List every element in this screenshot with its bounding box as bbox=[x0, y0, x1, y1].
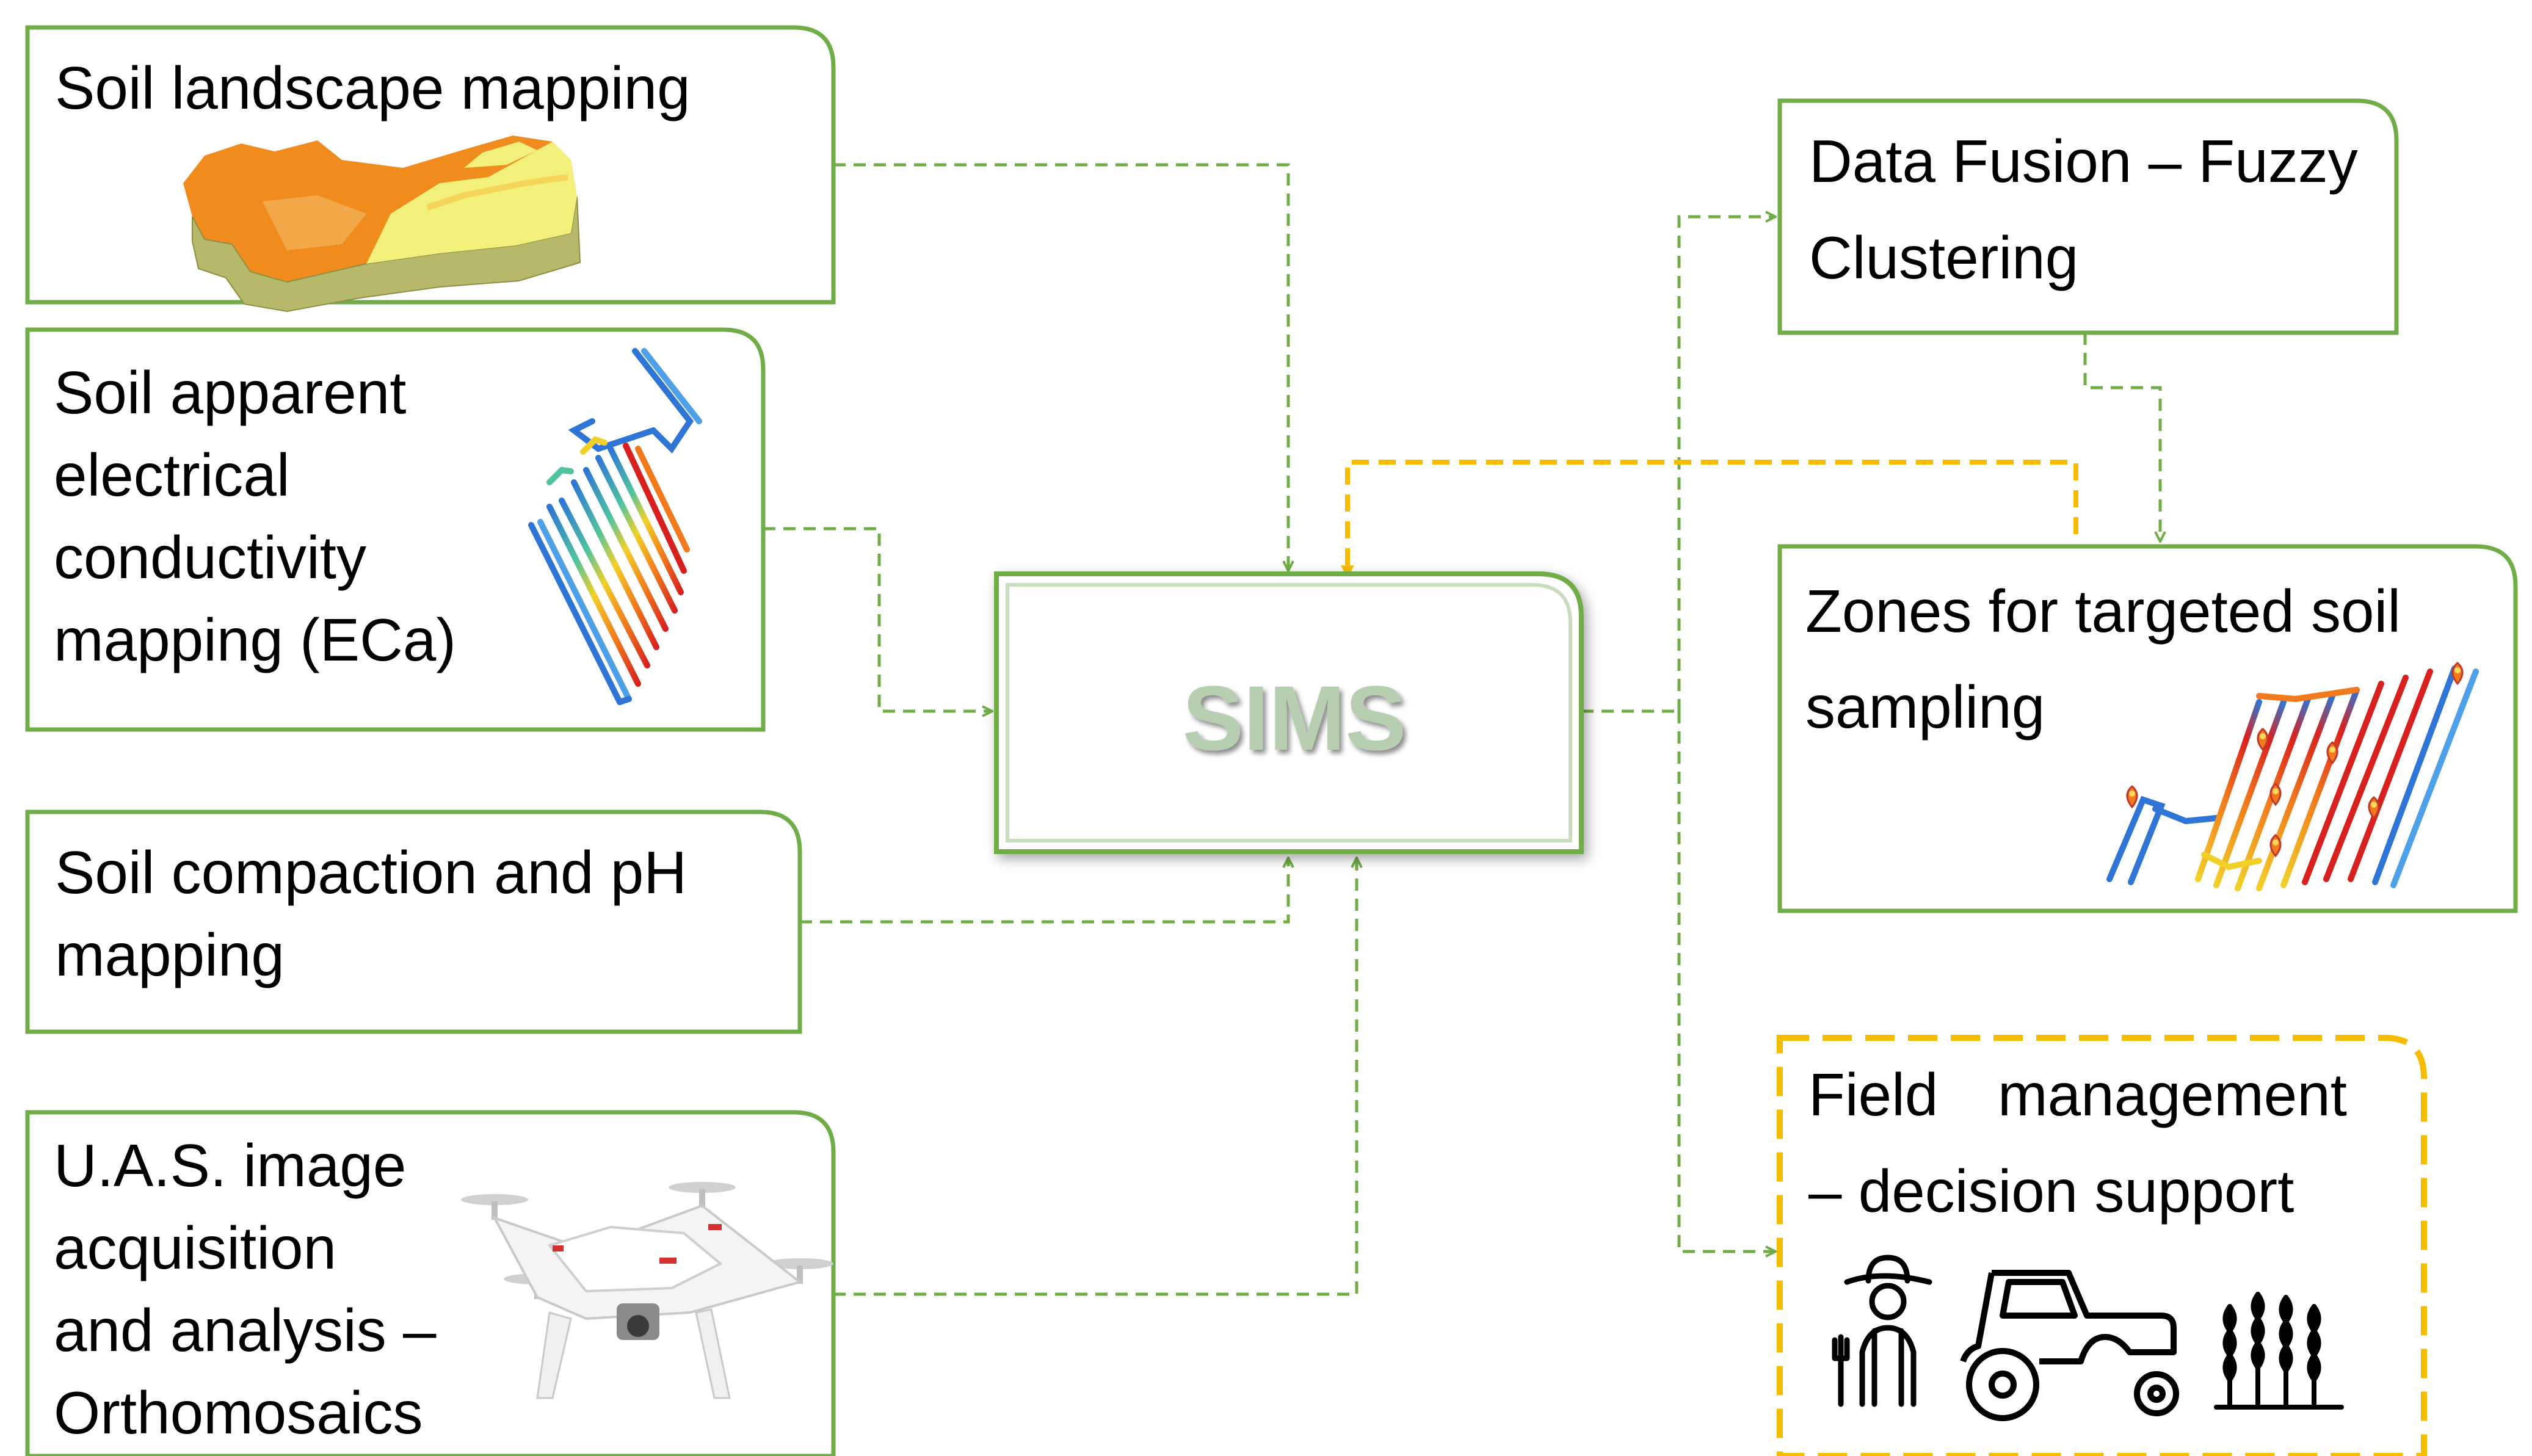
connectors bbox=[763, 163, 2160, 1296]
input-landscape-box: Soil landscape mapping bbox=[25, 25, 836, 313]
output-zones-box: Zones for targeted soil sampling bbox=[1777, 544, 2518, 913]
sampling-point-markers bbox=[2126, 662, 2464, 858]
landscape-label: Soil landscape mapping bbox=[55, 54, 691, 121]
uas-label-line4: Orthomosaics bbox=[54, 1379, 423, 1446]
sampling-point-marker bbox=[2326, 741, 2338, 765]
connector-feedback-yellow bbox=[1341, 460, 2078, 579]
sampling-point-marker bbox=[2126, 785, 2138, 809]
zones-label-line2: sampling bbox=[1805, 673, 2045, 741]
fusion-label-line2: Clustering bbox=[1809, 224, 2078, 291]
uas-label-line3: and analysis – bbox=[54, 1297, 437, 1364]
sampling-point-marker bbox=[2269, 783, 2282, 806]
eca-label-line3: conductivity bbox=[54, 524, 366, 591]
eca-track-map-icon bbox=[528, 348, 702, 705]
eca-label-line1: Soil apparent bbox=[54, 359, 407, 426]
compaction-label-line2: mapping bbox=[55, 921, 285, 988]
connector-landscape-to-sims bbox=[833, 163, 1288, 571]
connector-fusion-to-zones bbox=[2083, 333, 2160, 541]
input-compaction-box: Soil compaction and pH mapping bbox=[25, 809, 802, 1034]
sampling-point-marker bbox=[2269, 834, 2282, 858]
uas-label-line2: acquisition bbox=[54, 1214, 336, 1281]
zones-label-line1: Zones for targeted soil bbox=[1805, 578, 2401, 645]
sampling-point-marker bbox=[2368, 796, 2380, 820]
connector-eca-to-sims bbox=[763, 527, 992, 711]
sims-label: SIMS bbox=[1183, 667, 1407, 769]
field-label-line1b: management bbox=[1998, 1061, 2347, 1128]
sims-box bbox=[994, 571, 1584, 854]
input-uas-box: U.A.S. image acquisition and analysis – … bbox=[25, 1110, 836, 1456]
field-label-line2: – decision support bbox=[1808, 1157, 2294, 1225]
sampling-point-marker bbox=[2257, 728, 2269, 752]
connector-uas-to-sims bbox=[833, 858, 1357, 1296]
connector-to-field bbox=[1677, 711, 1776, 1251]
wheat-icon bbox=[2214, 1292, 2344, 1410]
3d-terrain-map-icon bbox=[183, 136, 581, 313]
eca-label-line2: electrical bbox=[54, 441, 290, 509]
connector-to-fusion bbox=[1677, 217, 1776, 711]
eca-label-line4: mapping (ECa) bbox=[54, 606, 456, 673]
farmer-icon bbox=[1832, 1255, 1932, 1407]
field-label-line1a: Field bbox=[1808, 1061, 1938, 1128]
drone-icon bbox=[461, 1182, 833, 1399]
sampling-point-marker bbox=[2451, 662, 2464, 686]
uas-label-line1: U.A.S. image bbox=[54, 1132, 406, 1199]
output-field-box: Field management – decision support bbox=[1777, 1035, 2427, 1456]
compaction-label-line1: Soil compaction and pH bbox=[55, 839, 687, 906]
tractor-icon bbox=[1960, 1270, 2179, 1421]
fusion-label-line1: Data Fusion – Fuzzy bbox=[1809, 128, 2358, 195]
connector-compaction-to-sims bbox=[800, 858, 1288, 924]
input-eca-box: Soil apparent electrical conductivity ma… bbox=[25, 327, 766, 732]
output-fusion-box: Data Fusion – Fuzzy Clustering bbox=[1777, 98, 2399, 335]
